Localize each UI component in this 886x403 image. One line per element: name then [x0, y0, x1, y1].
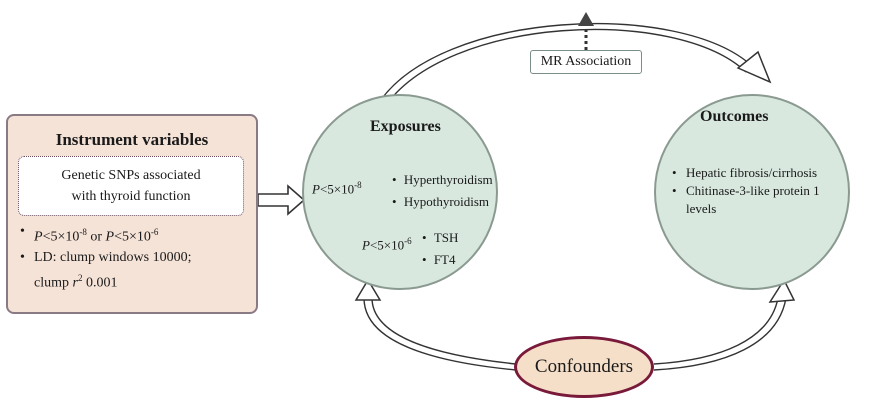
- outcome-item-hepatic-fibrosis: Hepatic fibrosis/cirrhosis: [672, 164, 842, 182]
- p-value-a: <5×10: [42, 229, 80, 245]
- confounders-ellipse: Confounders: [514, 336, 654, 398]
- p-threshold-bullet: P<5×10-8 or P<5×10-6: [20, 222, 260, 248]
- exposures-threshold-2: P<5×10-6: [362, 236, 412, 253]
- outcomes-list: Hepatic fibrosis/cirrhosis Chitinase-3-l…: [672, 164, 842, 218]
- outcomes-title: Outcomes: [700, 108, 769, 125]
- confounders-to-outcomes-arc: [653, 278, 796, 371]
- mr-association-box: MR Association: [530, 50, 642, 74]
- outcome-item-2-line2: levels: [686, 201, 717, 216]
- exposure-item-4-label: FT4: [433, 252, 456, 267]
- ld-line1: LD: clump windows 10000;: [34, 249, 192, 265]
- iv-to-exposures-arrow: [257, 184, 306, 216]
- r-squared-sup: 2: [77, 272, 83, 283]
- genetic-snps-line2: with thyroid function: [71, 189, 191, 204]
- instrument-variables-box: Instrument variables Genetic SNPs associ…: [6, 114, 258, 314]
- exposures-to-outcomes-arc: [377, 23, 772, 109]
- exposure-item-ft4: • FT4: [422, 252, 456, 267]
- exposures-ellipse: [302, 94, 498, 290]
- outcome-item-1-label: Hepatic fibrosis/cirrhosis: [686, 165, 818, 180]
- clump-word: clump: [34, 275, 73, 291]
- exposures-threshold-1: P<5×10-8: [312, 180, 362, 197]
- genetic-snps-line1: Genetic SNPs associated: [61, 168, 201, 183]
- p-value-b: <5×10: [114, 229, 151, 245]
- clump-r2-value: 0.001: [82, 275, 118, 291]
- exp-p-symbol-2: P: [362, 237, 370, 253]
- p-exponent-b: -6: [150, 227, 159, 237]
- exp-p-symbol-1: P: [312, 181, 320, 197]
- exposure-item-tsh: • TSH: [422, 230, 459, 245]
- or-word: or: [86, 229, 106, 245]
- exp-threshold-1-text: <5×10: [319, 181, 355, 197]
- exp-threshold-2-exp: -6: [404, 236, 412, 246]
- r-symbol: r: [72, 275, 78, 291]
- p-exponent-a: -8: [79, 227, 87, 237]
- exposure-item-2-label: Hypothyroidism: [403, 194, 490, 209]
- exposures-title: Exposures: [370, 118, 441, 135]
- exposure-item-hypothyroidism: • Hypothyroidism: [392, 194, 490, 209]
- mr-association-arrow: [578, 12, 594, 50]
- ld-line2: clump r2 0.001: [20, 268, 260, 294]
- exp-threshold-1-exp: -8: [354, 180, 362, 190]
- exposure-item-hyperthyroidism: • Hyperthyroidism: [392, 172, 493, 187]
- instrument-bullets: P<5×10-8 or P<5×10-6 LD: clump windows 1…: [20, 222, 260, 293]
- genetic-snps-box: Genetic SNPs associated with thyroid fun…: [18, 156, 244, 216]
- p-symbol: P: [34, 229, 43, 245]
- exp-threshold-2-text: <5×10: [369, 237, 405, 253]
- ld-clump-bullet: LD: clump windows 10000;: [20, 248, 260, 268]
- outcome-item-chitinase: Chitinase-3-like protein 1: [672, 182, 842, 200]
- confounders-to-exposures-arc: [354, 278, 517, 371]
- instrument-variables-title: Instrument variables: [55, 130, 209, 149]
- exposure-item-1-label: Hyperthyroidism: [403, 172, 493, 187]
- p-symbol-2: P: [105, 229, 115, 245]
- outcome-item-2-line1: Chitinase-3-like protein 1: [686, 183, 820, 198]
- exposure-item-3-label: TSH: [433, 230, 459, 245]
